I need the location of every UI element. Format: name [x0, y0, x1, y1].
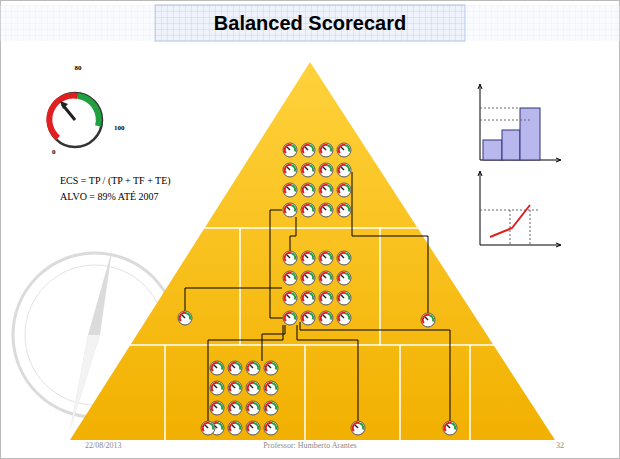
- gauge-icon: [301, 203, 315, 217]
- gauge-icon: [283, 143, 297, 157]
- gauge-icon: [246, 421, 260, 435]
- footer-date: 22/08/2013: [85, 441, 121, 451]
- gauge-scale: 80: [75, 64, 82, 72]
- gauge-icon: [301, 183, 315, 197]
- gauge-icon: [319, 311, 333, 325]
- gauge-icon: [301, 311, 315, 325]
- gauge-icon: [337, 163, 351, 177]
- gauge-icon: [178, 311, 192, 325]
- title-band: [0, 5, 155, 41]
- gauge-icon: [443, 421, 457, 435]
- gauge-icon: [319, 291, 333, 305]
- gauge-icon: [264, 381, 278, 395]
- gauge-icon: [301, 291, 315, 305]
- gauge-icon: [337, 291, 351, 305]
- gauge-icon: [337, 143, 351, 157]
- gauge-icon: [283, 203, 297, 217]
- slide-title: Balanced Scorecard: [155, 8, 465, 38]
- gauge-icon: [337, 251, 351, 265]
- gauge-icon: [319, 203, 333, 217]
- gauge-icon: [283, 311, 297, 325]
- gauge-icon: [228, 421, 242, 435]
- formula-note: ECS = TP / (TP + TF + TE): [60, 175, 171, 187]
- gauge-icon: [210, 361, 224, 375]
- gauge-scale: 100: [114, 124, 125, 132]
- gauge-icon: [210, 401, 224, 415]
- gauge-icon: [201, 421, 215, 435]
- gauge-icon: [319, 143, 333, 157]
- bar-chart: [478, 84, 561, 162]
- gauge-icon: [228, 401, 242, 415]
- gauge-icon: [337, 183, 351, 197]
- gauge-icon: [210, 381, 224, 395]
- pyramid-grid: [103, 228, 523, 440]
- gauge-icon: [246, 361, 260, 375]
- pyramid: [70, 62, 555, 440]
- gauge-icon: [319, 163, 333, 177]
- footer-author: Professor: Humberto Arantes: [263, 441, 356, 451]
- gauge-icon: [228, 381, 242, 395]
- gauge-icon: [283, 291, 297, 305]
- line-chart: [478, 171, 561, 247]
- title-band: [465, 5, 620, 41]
- gauge-icon: [337, 311, 351, 325]
- gauge-icon: [246, 381, 260, 395]
- gauge-icon: [228, 361, 242, 375]
- gauge-icon: [264, 361, 278, 375]
- gauge-icon: [283, 163, 297, 177]
- gauge-icon: [337, 203, 351, 217]
- gauge-icon: [264, 401, 278, 415]
- gauge-icon: [283, 183, 297, 197]
- target-note: ALVO = 89% ATÉ 2007: [60, 191, 159, 203]
- page-number: 32: [556, 441, 564, 451]
- big-gauge: [48, 93, 102, 147]
- gauge-icon: [421, 313, 435, 327]
- gauge-icon: [301, 251, 315, 265]
- title-bar: [155, 5, 465, 41]
- gauge-icon: [246, 401, 260, 415]
- gauge-icon: [319, 251, 333, 265]
- gauge-links: [185, 172, 450, 421]
- gauge-icon: [283, 251, 297, 265]
- gauge-icon: [301, 163, 315, 177]
- gauge-icon: [264, 421, 278, 435]
- gauge-icon: [301, 271, 315, 285]
- gauge-icon: [301, 143, 315, 157]
- gauge-icon: [337, 271, 351, 285]
- gauge-icon: [319, 271, 333, 285]
- gauge-icon: [351, 421, 365, 435]
- gauge-scale: 0: [52, 148, 56, 156]
- gauge-icon: [283, 271, 297, 285]
- gauge-icon: [319, 183, 333, 197]
- gauge-group: [178, 143, 457, 435]
